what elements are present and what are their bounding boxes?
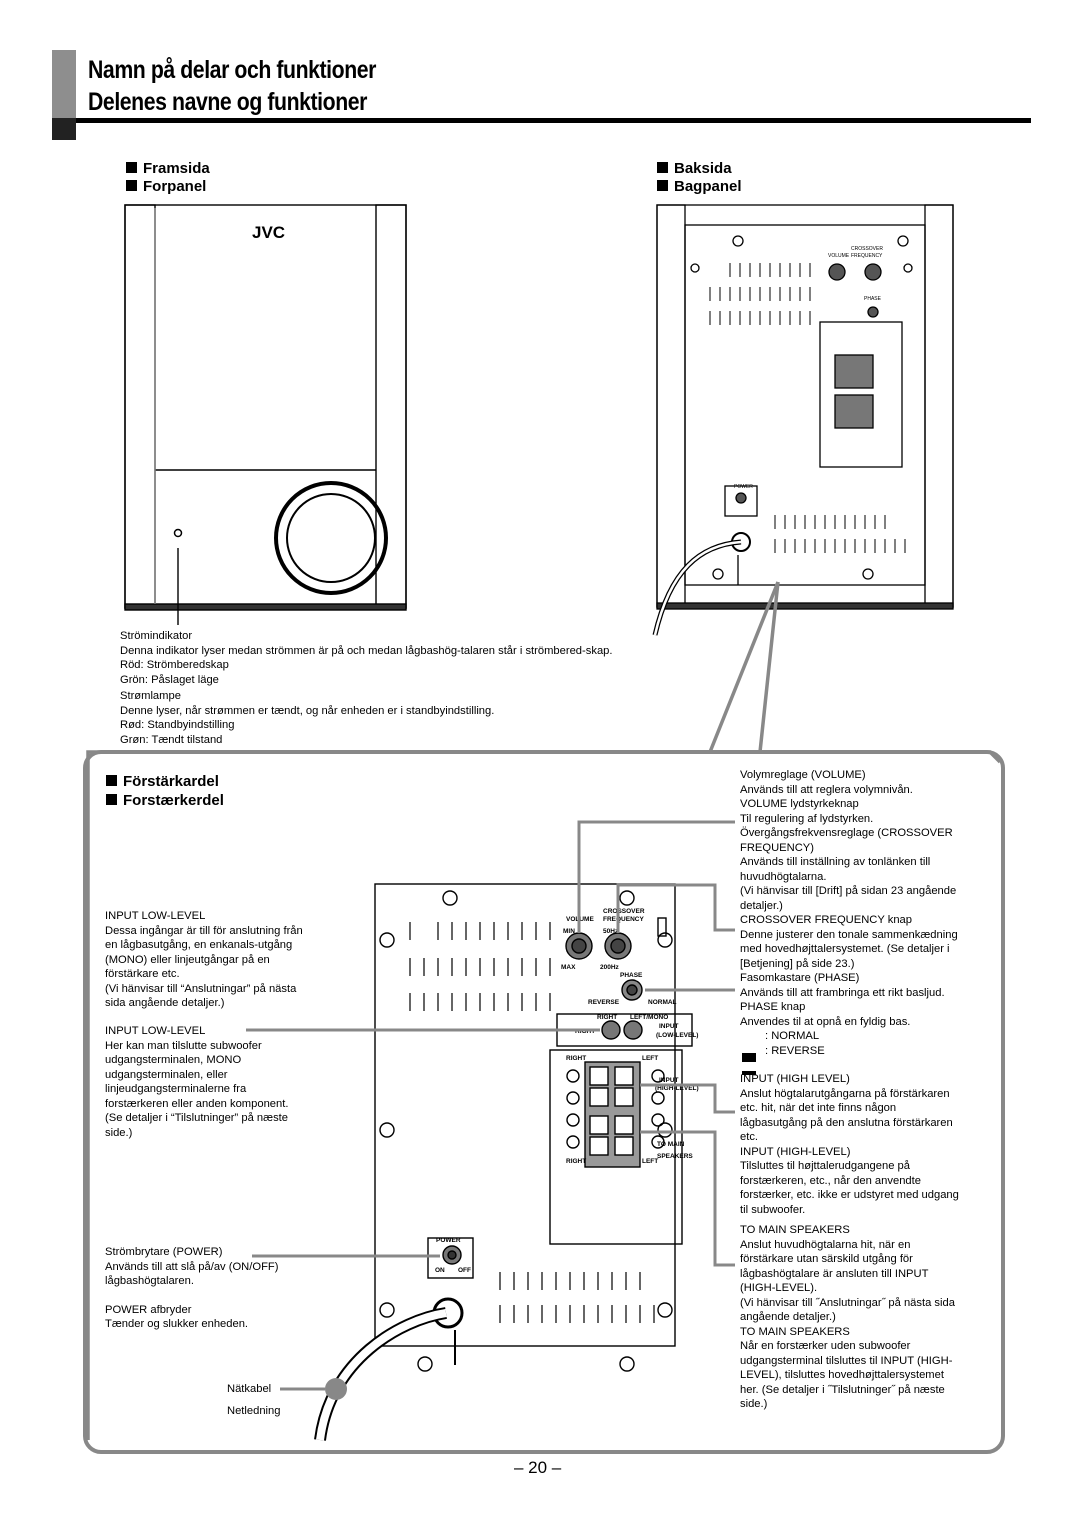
svg-text:FREQUENCY: FREQUENCY [851, 253, 883, 259]
svg-text:50Hz: 50Hz [603, 928, 619, 935]
power-cable-label-da: Netledning [227, 1405, 281, 1417]
amp-screws [379, 890, 673, 1372]
page-number: – 20 – [514, 1458, 562, 1477]
page-title-sv: Namn på delar och funktioner [88, 56, 377, 84]
svg-text:OFF: OFF [458, 1267, 471, 1274]
power-cable-label-sv: Nätkabel [227, 1383, 272, 1395]
controls-description: Volymreglage (VOLUME) Används till att r… [740, 769, 959, 1410]
svg-text:LEFT: LEFT [642, 1055, 658, 1062]
power-indicator-description: Strömindikator Denna indikator lyser med… [120, 630, 613, 746]
power-indicator-led [173, 528, 183, 538]
rear-screws [690, 235, 913, 580]
input-low-level-description-sv: INPUT LOW-LEVEL Dessa ingångar är till f… [105, 910, 303, 1009]
input-low-level-right [601, 1020, 621, 1040]
svg-text:MAX: MAX [561, 964, 576, 971]
svg-text:CROSSOVER: CROSSOVER [603, 908, 645, 915]
front-heading-sv: Framsida [126, 160, 210, 177]
amplifier-detail-frame [83, 750, 1005, 1454]
svg-text:RIGHT: RIGHT [597, 1014, 617, 1021]
header-rule [76, 118, 1031, 123]
svg-text:FREQUENCY: FREQUENCY [603, 916, 644, 923]
rear-heading-da: Bagpanel [657, 178, 742, 195]
input-low-level-description-da: INPUT LOW-LEVEL Her kan man tilslutte su… [105, 1025, 289, 1139]
power-switch-description: Strömbrytare (POWER) Används till att sl… [105, 1246, 279, 1330]
svg-text:PHASE: PHASE [620, 972, 643, 979]
svg-text:ON: ON [435, 1267, 445, 1274]
svg-text:INPUT: INPUT [659, 1023, 679, 1030]
rear-heading-sv: Baksida [657, 160, 732, 177]
svg-text:LEFT: LEFT [642, 1158, 658, 1165]
svg-text:RIGHT: RIGHT [566, 1055, 586, 1062]
svg-text:REVERSE: REVERSE [588, 999, 620, 1006]
front-heading-da: Forpanel [126, 178, 206, 195]
svg-text:TO MAIN: TO MAIN [657, 1141, 685, 1148]
svg-text:POWER: POWER [436, 1237, 461, 1244]
svg-text:NORMAL: NORMAL [648, 999, 677, 1006]
amp-heading-sv: Förstärkardel [106, 773, 219, 790]
svg-text:CROSSOVER: CROSSOVER [851, 246, 883, 252]
svg-text:(HIGH-LEVEL): (HIGH-LEVEL) [655, 1085, 699, 1092]
amp-heading-da: Forstærkerdel [106, 792, 224, 809]
page-title-da: Delenes navne og funktioner [88, 88, 368, 116]
svg-text:SPEAKERS: SPEAKERS [657, 1153, 693, 1160]
svg-text:(LOW-LEVEL): (LOW-LEVEL) [656, 1032, 698, 1039]
front-cabinet [124, 204, 407, 609]
header-bar-accent [52, 118, 76, 140]
amp-panel [374, 883, 676, 1347]
svg-text:POWER: POWER [734, 484, 753, 490]
svg-text:LEFT/MONO: LEFT/MONO [630, 1014, 668, 1021]
svg-text:200Hz: 200Hz [600, 964, 620, 971]
svg-text:PHASE: PHASE [864, 296, 882, 302]
svg-text:INPUT: INPUT [659, 1077, 679, 1084]
input-low-level-left [623, 1020, 643, 1040]
jvc-logo: JVC [252, 223, 285, 242]
svg-text:MIN: MIN [563, 928, 575, 935]
svg-text:RIGHT: RIGHT [566, 1158, 586, 1165]
svg-text:VOLUME: VOLUME [828, 253, 850, 259]
